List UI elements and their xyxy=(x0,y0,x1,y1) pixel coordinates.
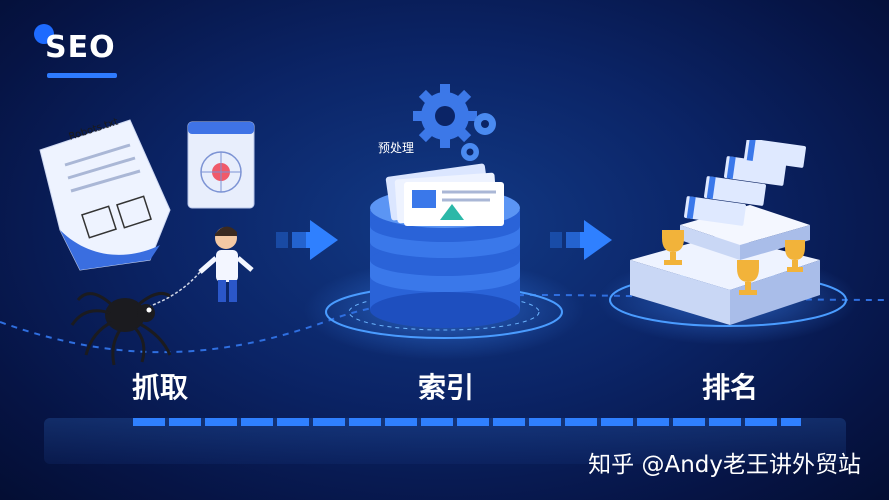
spider-icon xyxy=(70,292,172,366)
stage-label-index: 索引 xyxy=(417,371,474,404)
arrow-right-icon-2 xyxy=(550,220,612,260)
small-gear-icon xyxy=(461,113,496,161)
progress-segments xyxy=(133,418,801,426)
watermark-text: 知乎 @Andy老王讲外贸站 xyxy=(588,452,861,478)
result-cards-icon xyxy=(684,140,806,226)
crawl-illustration: Robots.txt xyxy=(39,117,255,366)
person-icon xyxy=(198,226,254,302)
ranking-illustration xyxy=(630,140,820,325)
stage-label-ranking: 排名 xyxy=(701,371,758,404)
arrow-right-icon xyxy=(276,220,338,260)
gear-icon xyxy=(413,84,477,148)
trophy-icon xyxy=(662,230,805,295)
preprocess-label: 预处理 xyxy=(378,141,415,155)
documents-icon xyxy=(385,163,504,226)
stage-label-crawl: 抓取 xyxy=(131,371,188,404)
page-title: SEO xyxy=(45,30,116,65)
browser-target-icon xyxy=(187,121,255,209)
title-underline xyxy=(47,73,117,78)
index-illustration xyxy=(370,84,520,328)
seo-dot-icon xyxy=(34,24,54,44)
robots-document-icon xyxy=(39,119,171,271)
